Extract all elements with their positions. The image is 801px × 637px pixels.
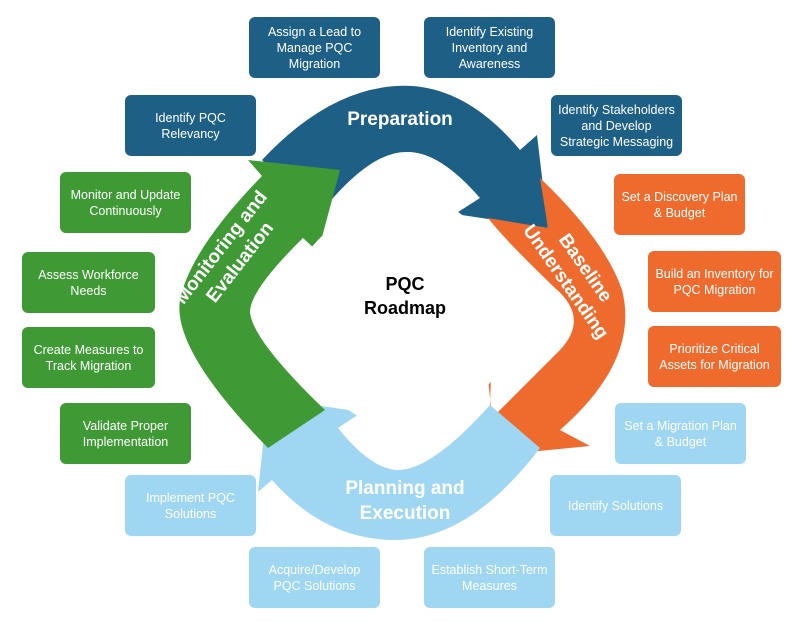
box-build-inventory: Build an Inventory for PQC Migration xyxy=(648,251,781,312)
center-title: PQC Roadmap xyxy=(340,272,470,320)
box-acquire-develop-text: Acquire/Develop PQC Solutions xyxy=(268,562,361,593)
baseline-arrow xyxy=(487,178,626,456)
center-title-line1: PQC xyxy=(385,274,425,294)
box-short-term-measures: Establish Short-Term Measures xyxy=(424,547,555,608)
box-monitor-update: Monitor and Update Continuously xyxy=(60,172,191,233)
box-create-measures-text: Create Measures to Track Migration xyxy=(33,342,144,373)
box-migration-plan-text: Set a Migration Plan & Budget xyxy=(624,418,737,449)
box-identify-relevancy: Identify PQC Relevancy xyxy=(125,95,256,156)
box-identify-solutions: Identify Solutions xyxy=(550,475,681,536)
box-workforce-needs: Assess Workforce Needs xyxy=(22,252,155,313)
phase-label-preparation: Preparation xyxy=(347,109,453,130)
box-workforce-needs-text: Assess Workforce Needs xyxy=(38,267,139,298)
box-create-measures: Create Measures to Track Migration xyxy=(22,327,155,388)
box-short-term-measures-text: Establish Short-Term Measures xyxy=(431,562,548,593)
box-prioritize-assets: Prioritize Critical Assets for Migration xyxy=(648,326,781,387)
box-identify-stakeholders-text: Identify Stakeholders and Develop Strate… xyxy=(558,102,675,149)
box-validate-implementation-text: Validate Proper Implementation xyxy=(82,418,169,449)
box-identify-stakeholders: Identify Stakeholders and Develop Strate… xyxy=(551,95,682,156)
box-acquire-develop: Acquire/Develop PQC Solutions xyxy=(249,547,380,608)
box-identify-solutions-text: Identify Solutions xyxy=(567,498,664,513)
box-identify-relevancy-text: Identify PQC Relevancy xyxy=(155,110,226,141)
box-identify-inventory-text: Identify Existing Inventory and Awarenes… xyxy=(445,24,534,71)
box-assign-lead-text: Assign a Lead to Manage PQC Migration xyxy=(267,24,362,71)
box-assign-lead: Assign a Lead to Manage PQC Migration xyxy=(249,17,380,78)
monitoring-arrow xyxy=(179,160,340,448)
box-build-inventory-text: Build an Inventory for PQC Migration xyxy=(655,266,774,297)
box-discovery-plan-text: Set a Discovery Plan & Budget xyxy=(621,189,738,220)
center-diamond xyxy=(284,194,524,430)
phase-label-planning-line1: Planning and xyxy=(345,478,464,499)
planning-arrow xyxy=(258,398,540,540)
box-validate-implementation: Validate Proper Implementation xyxy=(60,403,191,464)
box-prioritize-assets-text: Prioritize Critical Assets for Migration xyxy=(659,341,770,372)
box-identify-inventory: Identify Existing Inventory and Awarenes… xyxy=(424,17,555,78)
phase-label-planning-line2: Execution xyxy=(360,503,451,524)
box-implement-solutions-text: Implement PQC Solutions xyxy=(146,490,235,521)
box-implement-solutions: Implement PQC Solutions xyxy=(125,475,256,536)
box-discovery-plan: Set a Discovery Plan & Budget xyxy=(614,174,745,235)
center-title-line2: Roadmap xyxy=(363,298,446,318)
box-monitor-update-text: Monitor and Update Continuously xyxy=(70,187,181,218)
box-migration-plan: Set a Migration Plan & Budget xyxy=(615,403,746,464)
